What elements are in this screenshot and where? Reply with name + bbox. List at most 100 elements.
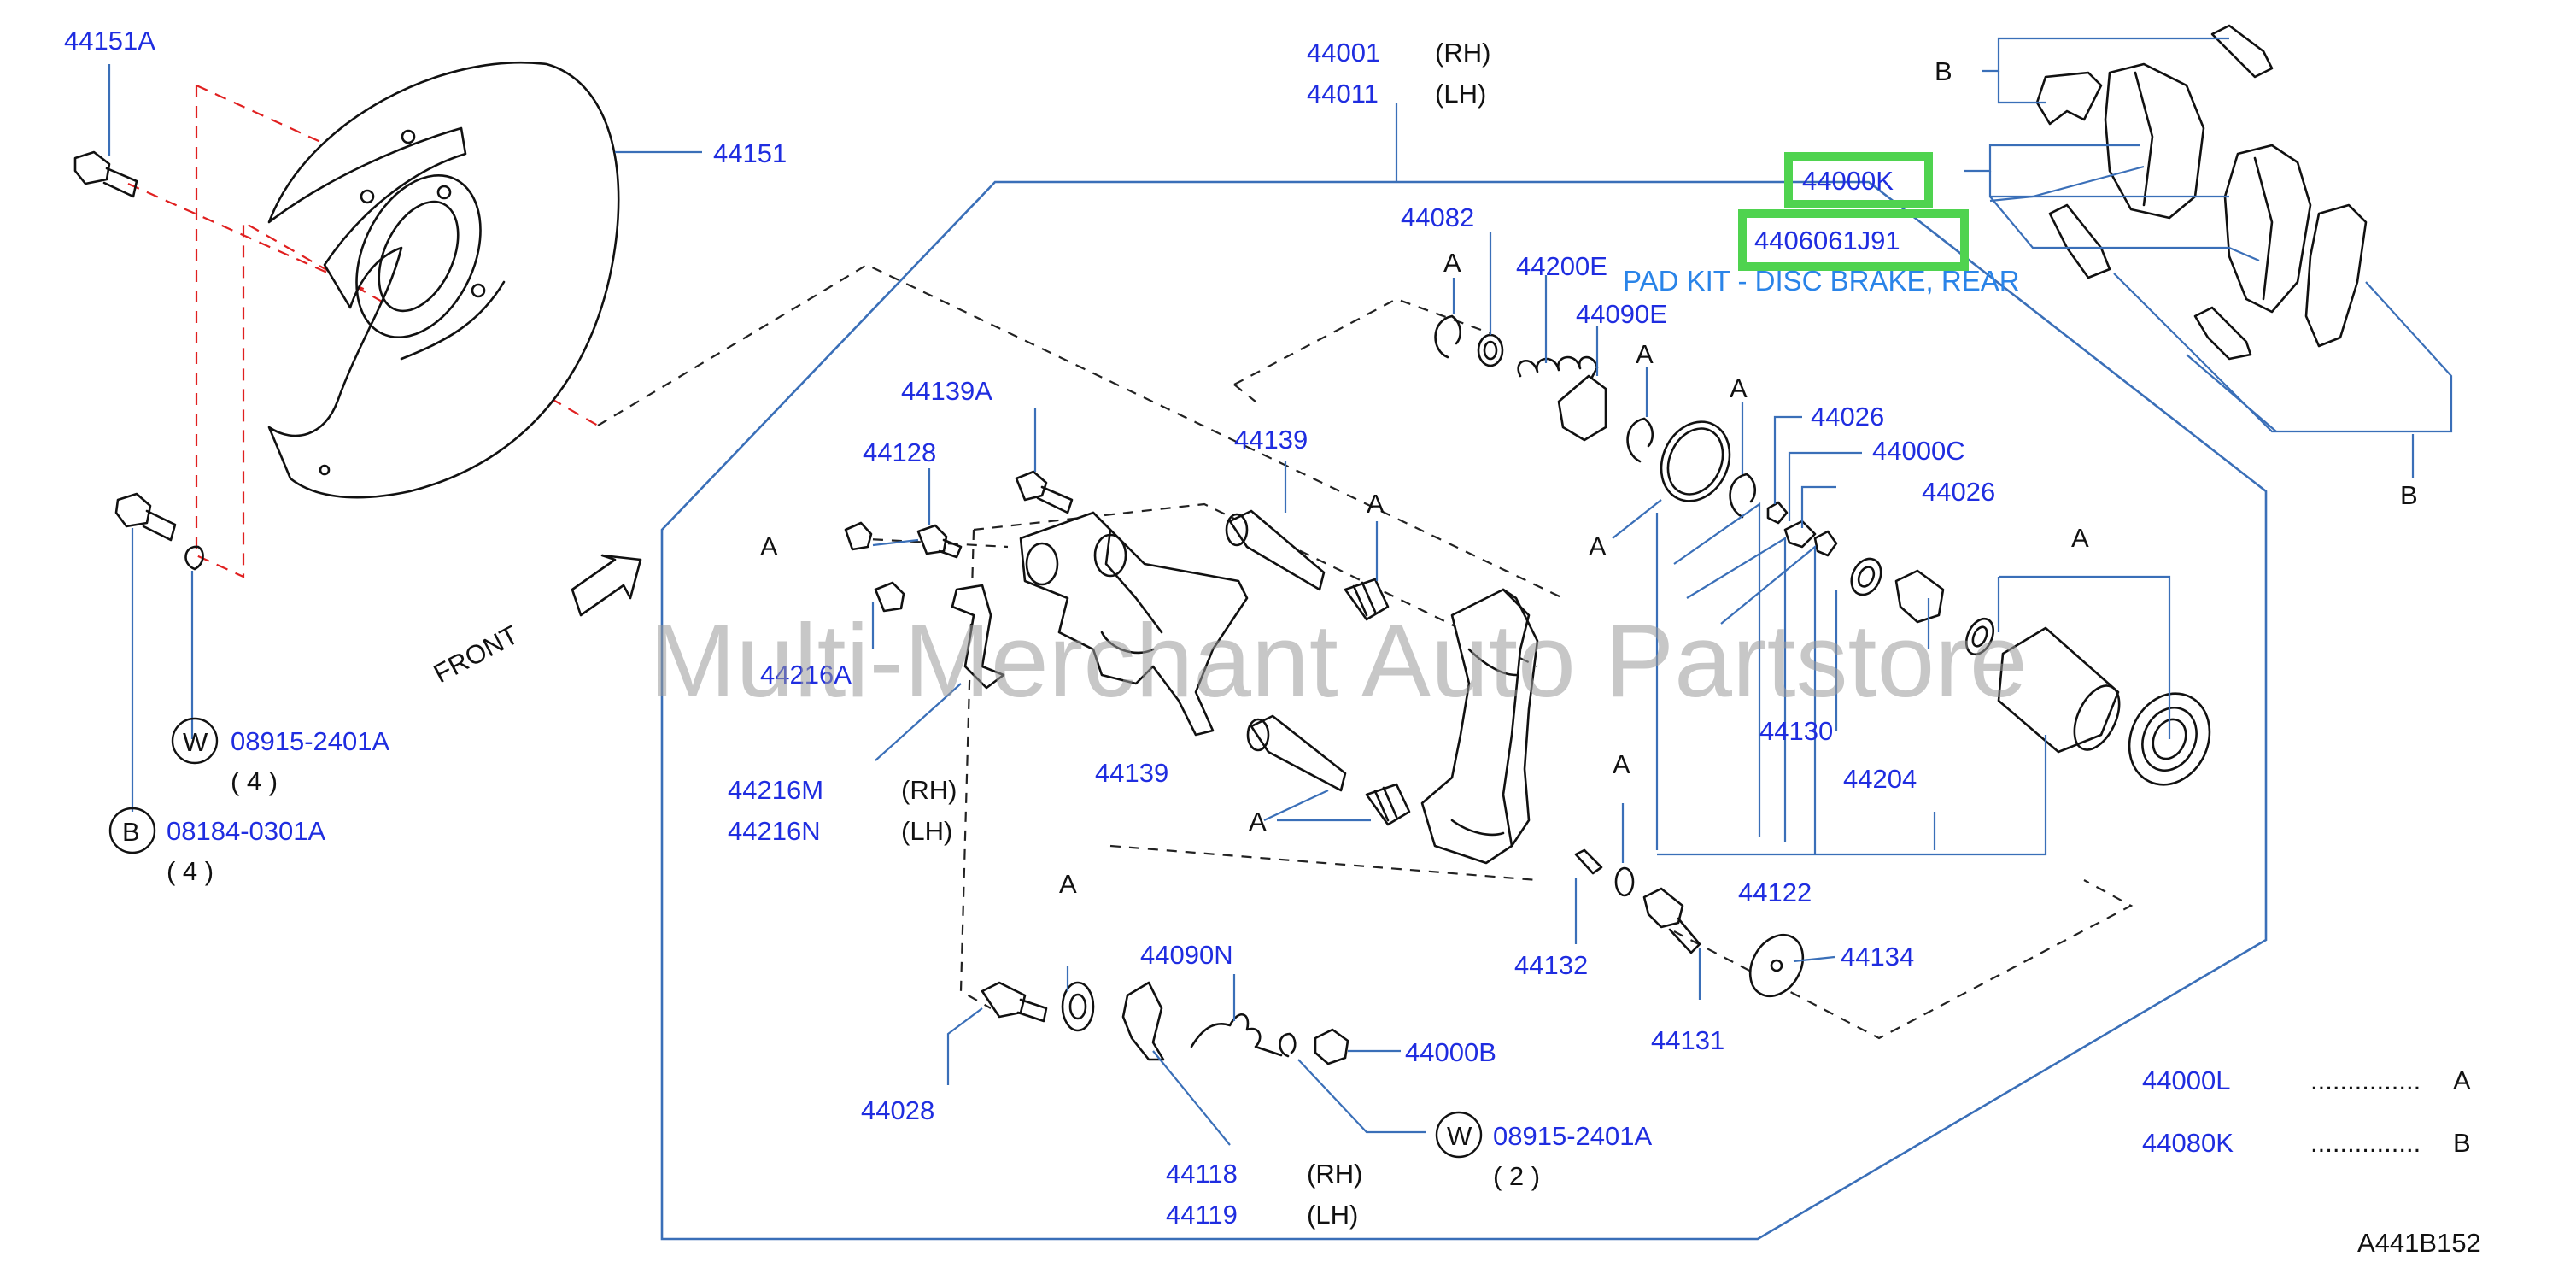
spring-44090N[interactable]: [1190, 1013, 1283, 1057]
label-44026-upper[interactable]: 44026: [1811, 402, 1884, 431]
pad-clip-lower[interactable]: [2048, 203, 2111, 279]
marker-a: A: [2071, 523, 2089, 553]
bolt-44028[interactable]: [981, 981, 1048, 1023]
legend-dots-a: ...............: [2310, 1065, 2421, 1095]
caliper-bracket-part[interactable]: [1019, 511, 1249, 737]
marker-b: B: [1935, 56, 1952, 86]
label-44216A[interactable]: 44216A: [760, 660, 852, 690]
marker-a: A: [1367, 489, 1385, 519]
snap-ring-upper[interactable]: [1434, 314, 1461, 359]
caliper-body-part[interactable]: [1420, 588, 1539, 865]
gasket-44000C[interactable]: [1783, 520, 1817, 549]
label-44028[interactable]: 44028: [861, 1095, 934, 1125]
brake-pad-inner[interactable]: [2223, 144, 2312, 314]
bolt-A-left[interactable]: [844, 521, 873, 551]
snap-ring-middle[interactable]: [1626, 417, 1654, 463]
adjuster-44090E[interactable]: [1557, 374, 1607, 442]
label-44082[interactable]: 44082: [1401, 203, 1474, 232]
label-44119[interactable]: 44119: [1166, 1200, 1238, 1230]
oring-44130[interactable]: [1846, 554, 1887, 599]
pad-clip-upper[interactable]: [2210, 24, 2274, 79]
washer-08915[interactable]: [184, 545, 204, 571]
label-44128[interactable]: 44128: [863, 437, 936, 467]
label-44122[interactable]: 44122: [1738, 878, 1812, 907]
circle-w-letter-upper: W: [183, 727, 208, 757]
nut-44000B[interactable]: [1314, 1028, 1349, 1065]
label-44216N[interactable]: 44216N: [728, 816, 821, 846]
piston-44122[interactable]: [1997, 626, 2128, 757]
pad-retainer-44216A[interactable]: [951, 584, 1005, 690]
label-44216N-lh: (LH): [901, 816, 952, 846]
label-08915-lower[interactable]: 08915-2401A: [1493, 1121, 1652, 1151]
spring-44200E[interactable]: [1517, 355, 1599, 382]
washer-44026-lower[interactable]: [1813, 530, 1838, 557]
label-44204[interactable]: 44204: [1843, 764, 1917, 794]
lever-44118[interactable]: [1121, 981, 1165, 1061]
oring-44132[interactable]: [1614, 866, 1635, 897]
label-44132[interactable]: 44132: [1514, 950, 1588, 980]
label-44119-lh: (LH): [1307, 1200, 1358, 1230]
bolt-08184[interactable]: [114, 492, 177, 542]
pad-shim-upper[interactable]: [2035, 71, 2103, 126]
brake-pad-outer[interactable]: [2104, 62, 2205, 220]
washer-08915-lower[interactable]: [1279, 1032, 1297, 1058]
label-44130[interactable]: 44130: [1759, 716, 1833, 746]
marker-a: A: [1613, 749, 1630, 779]
pin-boot-lower[interactable]: [1365, 783, 1411, 826]
adjust-nut-44204[interactable]: [1894, 569, 1945, 624]
label-44151[interactable]: 44151: [713, 138, 787, 168]
label-44200E[interactable]: 44200E: [1516, 251, 1607, 281]
label-44090E[interactable]: 44090E: [1576, 299, 1667, 329]
legend-part-44080K[interactable]: 44080K: [2142, 1128, 2234, 1158]
pin-boot-upper[interactable]: [1344, 578, 1390, 621]
highlight-box-pad-kit: [1738, 209, 1969, 271]
label-08184[interactable]: 08184-0301A: [167, 816, 325, 846]
sleeve-44028[interactable]: [1061, 981, 1095, 1032]
bolt-44139A[interactable]: [1015, 470, 1074, 514]
pad-shim-lower[interactable]: [2304, 203, 2368, 348]
snap-ring-lower[interactable]: [1729, 473, 1756, 519]
bolt-44128[interactable]: [916, 524, 963, 559]
slide-pin-44139-upper[interactable]: [1225, 509, 1326, 591]
pad-kit-description: PAD KIT - DISC BRAKE, REAR: [1623, 265, 2020, 296]
label-44026-lower[interactable]: 44026: [1922, 477, 1995, 507]
label-08915-upper[interactable]: 08915-2401A: [231, 726, 389, 756]
label-44001[interactable]: 44001: [1307, 38, 1380, 68]
label-44151A[interactable]: 44151A: [64, 26, 155, 56]
label-44139-lower[interactable]: 44139: [1095, 758, 1168, 788]
circle-w-marker-lower: [1435, 1111, 1483, 1159]
seal-ring[interactable]: [1648, 410, 1742, 512]
backing-plate-part[interactable]: [267, 61, 620, 499]
plate-44134[interactable]: [1740, 925, 1813, 1006]
circle-w-letter-lower: W: [1447, 1121, 1472, 1151]
washer-44026-upper[interactable]: [1766, 501, 1789, 525]
bolt-44128-b[interactable]: [874, 581, 905, 613]
bleeder-44131[interactable]: [1642, 887, 1701, 954]
label-44118[interactable]: 44118: [1166, 1159, 1238, 1189]
label-44118-rh: (RH): [1307, 1159, 1362, 1189]
label-44011[interactable]: 44011: [1307, 79, 1379, 109]
label-44000C[interactable]: 44000C: [1872, 436, 1965, 466]
pin-44132[interactable]: [1574, 848, 1603, 875]
legend-part-44000L[interactable]: 44000L: [2142, 1065, 2230, 1095]
label-44139A[interactable]: 44139A: [901, 376, 992, 406]
label-44000B[interactable]: 44000B: [1405, 1037, 1496, 1067]
marker-a: A: [1730, 373, 1748, 403]
label-44216M[interactable]: 44216M: [728, 775, 823, 805]
bolt-44151A[interactable]: [73, 150, 138, 198]
front-arrow-icon: [571, 554, 642, 617]
label-44131[interactable]: 44131: [1651, 1025, 1724, 1055]
label-44090N[interactable]: 44090N: [1140, 940, 1233, 970]
pad-clip-bottom[interactable]: [2193, 306, 2252, 361]
washer-44082[interactable]: [1477, 333, 1504, 367]
label-44134[interactable]: 44134: [1841, 942, 1914, 972]
caliper-assembly-boundary: [660, 180, 2268, 1241]
oring-right[interactable]: [1961, 614, 1999, 659]
slide-pin-44139-lower[interactable]: [1246, 714, 1347, 792]
label-44139-upper[interactable]: 44139: [1234, 425, 1308, 455]
circle-b-marker: [108, 807, 156, 854]
label-pad-kit-highlighted[interactable]: 4406061J91: [1754, 226, 1900, 255]
label-44000K-highlighted[interactable]: 44000K: [1802, 166, 1894, 196]
